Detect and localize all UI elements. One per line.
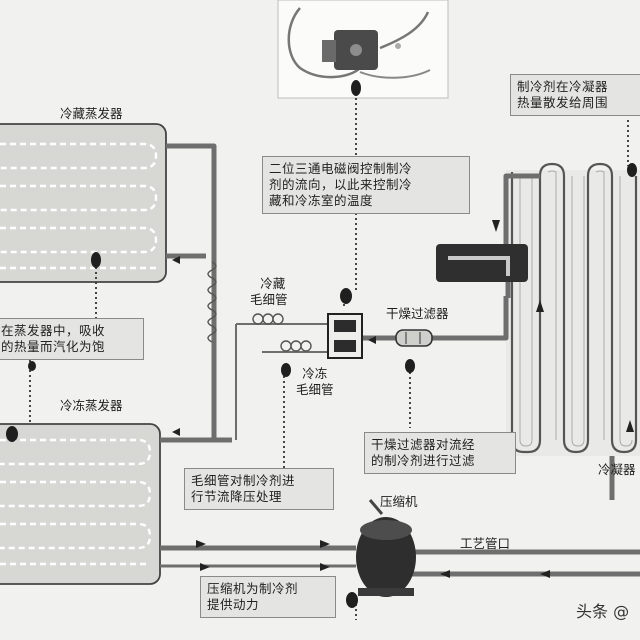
note-evaporator-absorb: 在蒸发器中，吸收 的热量而汽化为饱 <box>0 318 144 360</box>
freezer-capillary-label-line: 毛细管 <box>296 382 334 397</box>
freezer-evaporator <box>0 423 161 585</box>
condenser-label: 冷凝器 <box>598 462 636 477</box>
note-capillary: 毛细管对制冷剂进 行节流降压处理 <box>184 468 334 510</box>
note-line: 在蒸发器中，吸收 <box>1 323 106 338</box>
note-line: 毛细管对制冷剂进 <box>191 473 296 488</box>
note-line: 二位三通电磁阀控制制冷 <box>269 161 413 176</box>
fridge-capillary-label-line: 毛细管 <box>250 292 288 307</box>
hand-pointer-icons <box>6 80 637 608</box>
note-line: 的热量而汽化为饱 <box>1 339 106 354</box>
condenser <box>506 162 640 456</box>
fridge-capillary-label-line: 冷藏 <box>260 276 286 291</box>
fridge-evaporator-label: 冷藏蒸发器 <box>60 106 123 121</box>
freezer-evaporator-label: 冷冻蒸发器 <box>60 398 123 413</box>
capillary-coil <box>207 261 217 343</box>
note-line: 热量散发给周围 <box>517 95 609 110</box>
note-line: 干燥过滤器对流经 <box>371 437 476 452</box>
dryer-filter <box>395 329 433 347</box>
note-line: 藏和冷冻室的温度 <box>269 193 374 208</box>
watermark: 头条 @ <box>576 602 629 622</box>
flow-arrows <box>172 220 634 578</box>
note-compressor: 压缩机为制冷剂 提供动力 <box>200 576 336 618</box>
solenoid-valve <box>327 313 363 359</box>
dryer-filter-label: 干燥过滤器 <box>386 306 449 321</box>
watermark-source: 头条 <box>576 602 609 621</box>
fridge-evaporator <box>0 123 167 283</box>
freezer-capillary-label-line: 冷冻 <box>302 366 328 381</box>
note-line: 提供动力 <box>207 597 260 612</box>
note-line: 剂的流向，以此来控制冷 <box>269 177 413 192</box>
note-line: 的制冷剂进行过滤 <box>371 453 476 468</box>
watermark-handle: @ <box>613 602 630 621</box>
note-dryer-filter: 干燥过滤器对流经 的制冷剂进行过滤 <box>364 432 516 474</box>
note-line: 行节流降压处理 <box>191 489 283 504</box>
note-condenser-heat: 制冷剂在冷凝器 热量散发给周围 <box>510 74 640 116</box>
piping <box>160 143 640 577</box>
compressor-label: 压缩机 <box>380 494 418 509</box>
freezer-capillary-label: 冷冻 毛细管 <box>296 366 334 398</box>
process-pipe-label: 工艺管口 <box>460 536 511 551</box>
note-line: 压缩机为制冷剂 <box>207 581 299 596</box>
capillary-loops <box>252 313 312 352</box>
heat-exchanger <box>436 244 528 298</box>
note-line: 制冷剂在冷凝器 <box>517 79 609 94</box>
note-solenoid-valve: 二位三通电磁阀控制制冷 剂的流向，以此来控制冷 藏和冷冻室的温度 <box>262 156 470 214</box>
fridge-capillary-label: 冷藏 毛细管 <box>250 276 288 308</box>
compressor <box>356 499 416 597</box>
solenoid-valve-photo <box>277 0 449 99</box>
